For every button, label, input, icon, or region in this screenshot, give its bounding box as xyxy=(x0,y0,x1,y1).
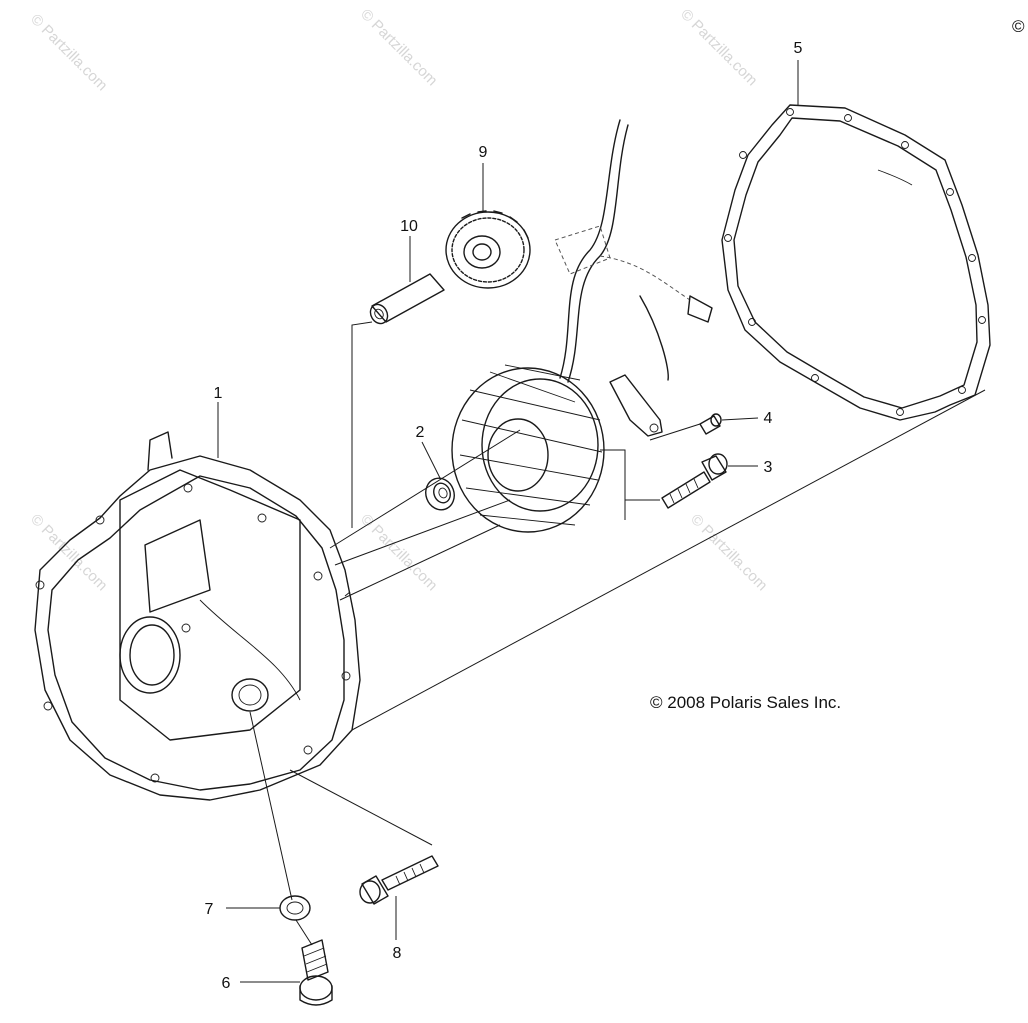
watermark: © Partzilla.com xyxy=(687,511,770,594)
flange-bolt-lower[interactable] xyxy=(359,855,439,905)
callout-leaders xyxy=(217,60,799,983)
cover-bolt-holes xyxy=(35,483,351,783)
callout-4: 4 xyxy=(764,410,773,427)
gear[interactable] xyxy=(445,210,531,289)
drain-plug[interactable] xyxy=(299,939,333,1006)
small-screw[interactable] xyxy=(699,413,722,435)
cover-housing[interactable] xyxy=(34,431,361,801)
callouts: 1 2 3 4 5 6 7 8 9 10 xyxy=(205,40,803,992)
callout-10: 10 xyxy=(400,218,418,235)
watermark: © Partzilla.com xyxy=(357,6,440,89)
callout-9: 9 xyxy=(479,144,488,161)
callout-7: 7 xyxy=(205,901,214,918)
callout-2: 2 xyxy=(416,424,425,441)
copyright-notice: © 2008 Polaris Sales Inc. xyxy=(650,693,841,712)
corner-copyright-mark: © xyxy=(1012,17,1025,36)
callout-5: 5 xyxy=(794,40,803,57)
flange-bolt-upper[interactable] xyxy=(661,453,728,509)
washer[interactable] xyxy=(279,895,311,921)
stator-assembly[interactable] xyxy=(451,119,713,533)
gasket[interactable] xyxy=(721,104,991,421)
watermarks: © Partzilla.com © Partzilla.com © Partzi… xyxy=(27,6,770,594)
callout-1: 1 xyxy=(214,385,223,402)
callout-6: 6 xyxy=(222,975,231,992)
gasket-bolt-holes xyxy=(724,108,986,416)
bearing[interactable] xyxy=(421,474,458,514)
watermark: © Partzilla.com xyxy=(677,6,760,89)
dowel-pin[interactable] xyxy=(367,273,445,327)
callout-8: 8 xyxy=(393,945,402,962)
callout-3: 3 xyxy=(764,459,773,476)
watermark: © Partzilla.com xyxy=(27,11,110,94)
assembly-lines xyxy=(249,321,986,946)
